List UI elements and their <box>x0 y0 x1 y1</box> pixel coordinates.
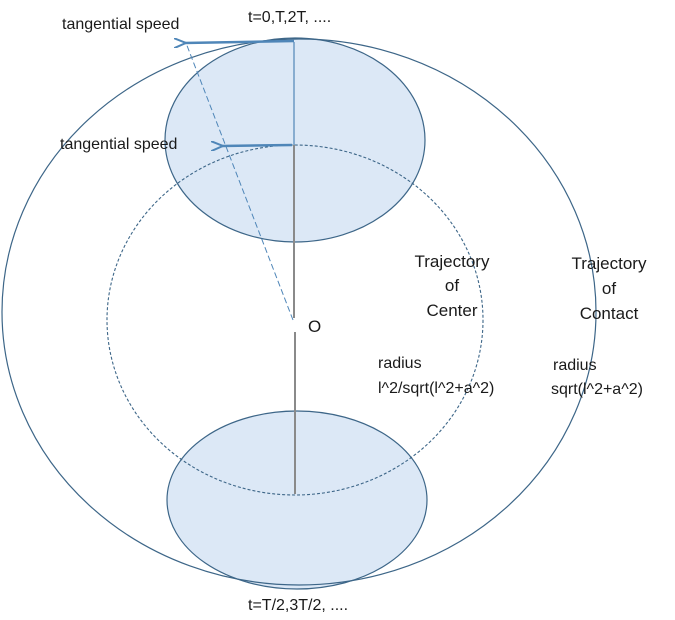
center-trajectory-line-3: Center <box>426 301 477 320</box>
tangential-speed-label-mid: tangential speed <box>60 136 177 153</box>
time-label-top: t=0,T,2T, .... <box>248 9 331 26</box>
contact-trajectory-line-2: of <box>602 279 616 298</box>
origin-label: O <box>308 317 321 336</box>
tangential-speed-label-top: tangential speed <box>62 16 179 33</box>
contact-trajectory-line-3: Contact <box>580 304 639 323</box>
tangential-arrow-top <box>184 41 295 43</box>
contact-radius-line-1: radius <box>553 357 597 374</box>
center-trajectory-line-2: of <box>445 276 459 295</box>
contact-trajectory-ellipse <box>1 38 597 586</box>
time-label-bottom: t=T/2,3T/2, .... <box>248 597 348 614</box>
contact-radius-line-2: sqrt(l^2+a^2) <box>551 381 643 398</box>
diagonal-dashed-line <box>185 42 294 321</box>
center-radius-line-2: l^2/sqrt(l^2+a^2) <box>378 380 494 397</box>
center-radius-line-1: radius <box>378 355 422 372</box>
center-trajectory-line-1: Trajectory <box>415 252 490 271</box>
contact-trajectory-line-1: Trajectory <box>572 254 647 273</box>
tangential-arrow-mid <box>221 145 293 146</box>
bottom-disk <box>166 410 428 590</box>
